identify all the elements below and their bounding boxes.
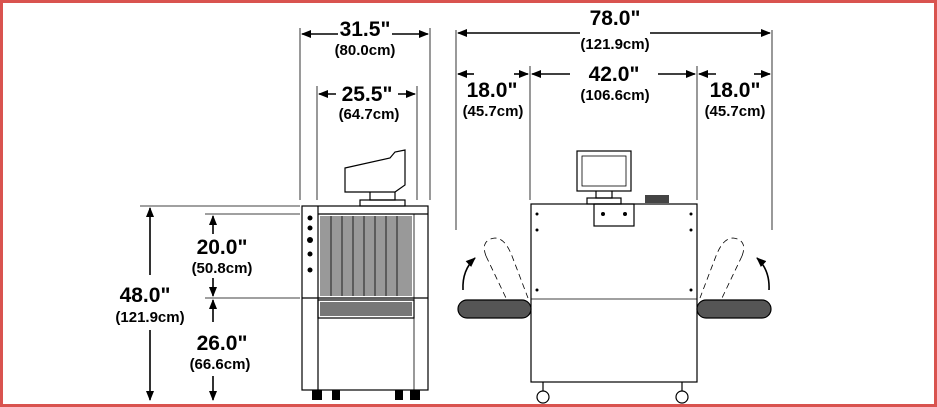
upper-height-imperial: 20.0"	[197, 236, 248, 259]
lower-height-metric: (66.6cm)	[190, 356, 251, 373]
front-right-conveyor-metric: (45.7cm)	[705, 103, 766, 120]
overall-height-imperial: 48.0"	[120, 284, 171, 307]
side-monitor	[344, 149, 406, 207]
front-center-width-imperial: 42.0"	[589, 63, 640, 86]
front-cabinet	[530, 203, 698, 404]
front-left-conveyor-metric: (45.7cm)	[463, 103, 524, 120]
front-overall-width-imperial: 78.0"	[590, 7, 641, 30]
front-monitor	[576, 150, 669, 205]
front-overall-width-metric: (121.9cm)	[580, 36, 649, 53]
front-left-conveyor-imperial: 18.0"	[467, 79, 518, 102]
side-cabinet	[301, 205, 429, 400]
right-conveyor	[696, 237, 772, 319]
front-center-width-metric: (106.6cm)	[580, 87, 649, 104]
side-view: 31.5" (80.0cm) 25.5" (64.7cm) 48.0" (121…	[115, 18, 431, 401]
side-inner-width-imperial: 25.5"	[342, 83, 393, 106]
front-view: 78.0" (121.9cm) 18.0" (45.7cm) 42.0" (10…	[455, 7, 773, 404]
lower-height-imperial: 26.0"	[197, 332, 248, 355]
side-curtain	[320, 216, 412, 316]
side-overall-width-metric: (80.0cm)	[335, 42, 396, 59]
upper-height-metric: (50.8cm)	[192, 260, 253, 277]
left-conveyor	[457, 237, 532, 319]
front-right-conveyor-imperial: 18.0"	[710, 79, 761, 102]
overall-height-metric: (121.9cm)	[115, 309, 184, 326]
side-inner-width-metric: (64.7cm)	[339, 106, 400, 123]
side-overall-width-imperial: 31.5"	[340, 18, 391, 41]
